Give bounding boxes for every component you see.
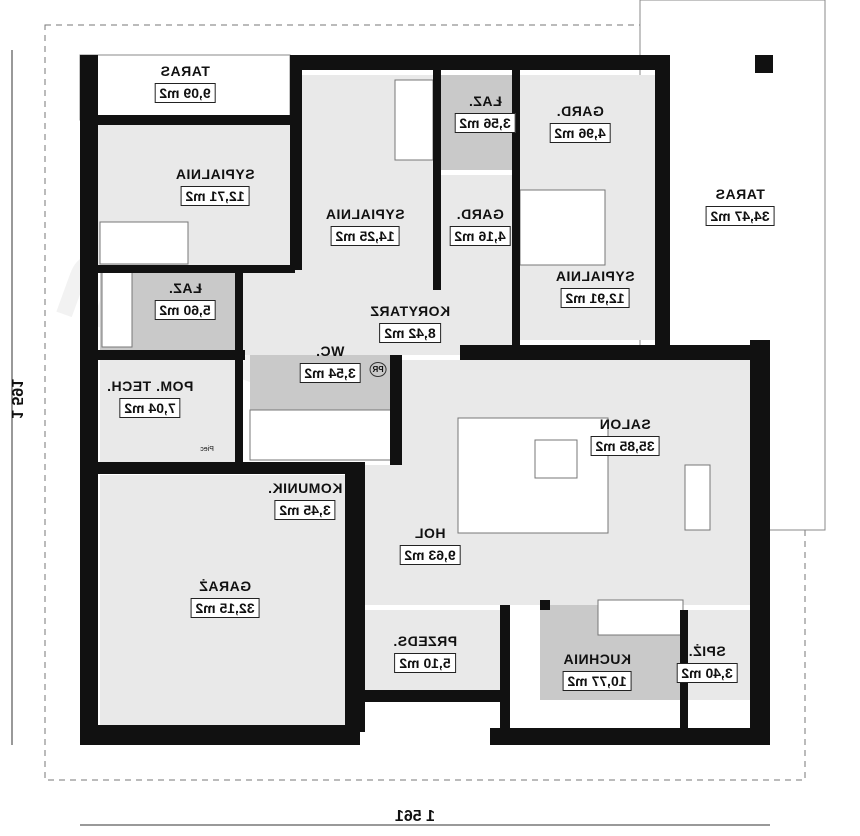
room-pantry [685, 610, 750, 700]
room-name: WC. [315, 343, 345, 359]
room-area: 3,56 m2 [454, 113, 516, 133]
room-name: POM. TECH. [106, 378, 194, 394]
room-area: 5,10 m2 [394, 653, 456, 673]
room-label-bedroom-3: SYPIALNIA 12,91 m2 [555, 268, 635, 308]
room-name: SALON [599, 416, 651, 432]
room-area: 34,47 m2 [705, 206, 775, 226]
dimension-width: 1 561 [394, 808, 436, 825]
room-name: SYPIALNIA [175, 166, 255, 182]
room-label-kitchen: KUCHNIA 10,77 m2 [562, 651, 632, 691]
room-area: 4,96 m2 [549, 123, 611, 143]
room-name: SPIŻ. [688, 643, 726, 659]
room-name: ŁAZ. [468, 93, 502, 109]
room-area: 4,16 m2 [449, 226, 511, 246]
room-area: 9,63 m2 [399, 545, 461, 565]
room-area: 3,40 m2 [676, 663, 738, 683]
room-name: GARD. [556, 103, 604, 119]
room-area: 10,77 m2 [562, 671, 632, 691]
room-vestibule [360, 610, 500, 690]
room-label-garage: GARAŻ 32,15 m2 [190, 578, 260, 618]
room-area: 8,42 m2 [379, 323, 441, 343]
room-area: 12,91 m2 [560, 288, 630, 308]
pr-symbol: PR [369, 362, 387, 377]
room-name: ŁAZ. [168, 280, 202, 296]
room-label-terrace-1: TARAS 9,09 m2 [154, 63, 216, 103]
room-label-wc: WC. 3,54 m2 [299, 343, 361, 383]
room-name: KORYTARZ [369, 303, 451, 319]
room-label-terrace-2: TARAS 34,47 m2 [705, 186, 775, 226]
room-label-bathroom-2: ŁAZ. 5,60 m2 [154, 280, 216, 320]
room-label-wardrobe-2: GARD. 4,16 m2 [449, 206, 511, 246]
room-label-tech-room: POM. TECH. 7,04 m2 [106, 378, 194, 418]
room-area: 3,45 m2 [274, 500, 336, 520]
room-name: KUCHNIA [562, 651, 632, 667]
dimension-depth: 1 591 [8, 378, 26, 420]
room-name: GARAŻ [198, 578, 252, 594]
room-label-bathroom-1: ŁAZ. 3,56 m2 [454, 93, 516, 133]
room-name: HOL [414, 525, 446, 541]
room-area: 9,09 m2 [154, 83, 216, 103]
room-area: 3,54 m2 [299, 363, 361, 383]
room-name: TARAS [160, 63, 210, 79]
boiler-symbol: Piec [200, 446, 214, 453]
room-name: PRZEDS. [392, 633, 458, 649]
room-area: 32,15 m2 [190, 598, 260, 618]
walls [80, 55, 770, 745]
room-label-bedroom-2: SYPIALNIA 14,25 m2 [325, 206, 405, 246]
room-area: 12,71 m2 [180, 186, 250, 206]
room-area: 7,04 m2 [119, 398, 181, 418]
room-name: TARAS [715, 186, 765, 202]
room-hall [360, 465, 460, 605]
room-area: 5,60 m2 [154, 300, 216, 320]
room-label-wardrobe-1: GARD. 4,96 m2 [549, 103, 611, 143]
room-label-pantry: SPIŻ. 3,40 m2 [676, 643, 738, 683]
room-label-passage: KOMUNIK. 3,45 m2 [267, 480, 343, 520]
room-name: SYPIALNIA [325, 206, 405, 222]
room-area: 35,85 m2 [590, 436, 660, 456]
room-label-living-room: SALON 35,85 m2 [590, 416, 660, 456]
room-area: 14,25 m2 [330, 226, 400, 246]
room-label-bedroom-1: SYPIALNIA 12,71 m2 [175, 166, 255, 206]
room-name: GARD. [456, 206, 504, 222]
room-label-vestibule: PRZEDS. 5,10 m2 [393, 633, 457, 673]
room-label-corridor: KORYTARZ 8,42 m2 [370, 303, 450, 343]
room-label-hall: HOL 9,63 m2 [399, 525, 461, 565]
room-name: KOMUNIK. [267, 480, 343, 496]
room-name: SYPIALNIA [555, 268, 635, 284]
